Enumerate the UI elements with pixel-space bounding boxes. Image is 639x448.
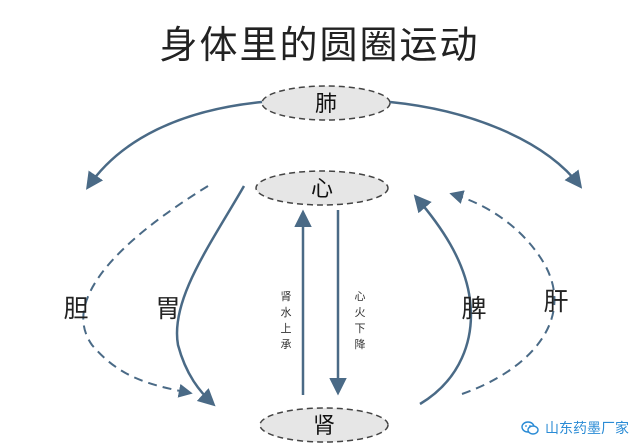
- stomach-label: 胃: [155, 294, 180, 323]
- svg-text:下: 下: [355, 322, 366, 335]
- gallbladder-label: 胆: [63, 294, 88, 323]
- svg-text:承: 承: [281, 338, 292, 351]
- svg-text:火: 火: [355, 306, 366, 319]
- svg-text:心: 心: [355, 290, 366, 303]
- watermark: 山东药墨厂家: [521, 418, 629, 438]
- lung-node: 肺: [261, 85, 391, 121]
- svg-text:上: 上: [281, 322, 292, 335]
- svg-text:降: 降: [355, 337, 366, 351]
- diagram-title: 身体里的圆圈运动: [159, 23, 480, 67]
- kidney-water-rising-text: 肾 水 上 承: [281, 290, 292, 351]
- lung-to-right-arrow: [389, 100, 583, 189]
- liver-label: 肝: [543, 287, 568, 316]
- heart-node: 心: [255, 170, 389, 206]
- kidney-label: 肾: [313, 414, 335, 439]
- heart-label: 心: [311, 177, 333, 202]
- spleen-arrow: [413, 194, 473, 406]
- watermark-text: 山东药墨厂家: [545, 421, 629, 437]
- liver-arrow: [449, 190, 556, 395]
- lung-to-left-arrow: [86, 100, 263, 190]
- heart-fire-descending-text: 心 火 下 降: [355, 290, 366, 351]
- stomach-arrow: [175, 185, 246, 407]
- spleen-label: 脾: [461, 294, 486, 323]
- gallbladder-arrow: [82, 185, 209, 398]
- svg-text:水: 水: [281, 306, 292, 319]
- wechat-icon: [521, 421, 539, 435]
- svg-text:肾: 肾: [281, 290, 292, 303]
- lung-label: 肺: [315, 92, 337, 117]
- kidney-node: 肾: [259, 407, 389, 443]
